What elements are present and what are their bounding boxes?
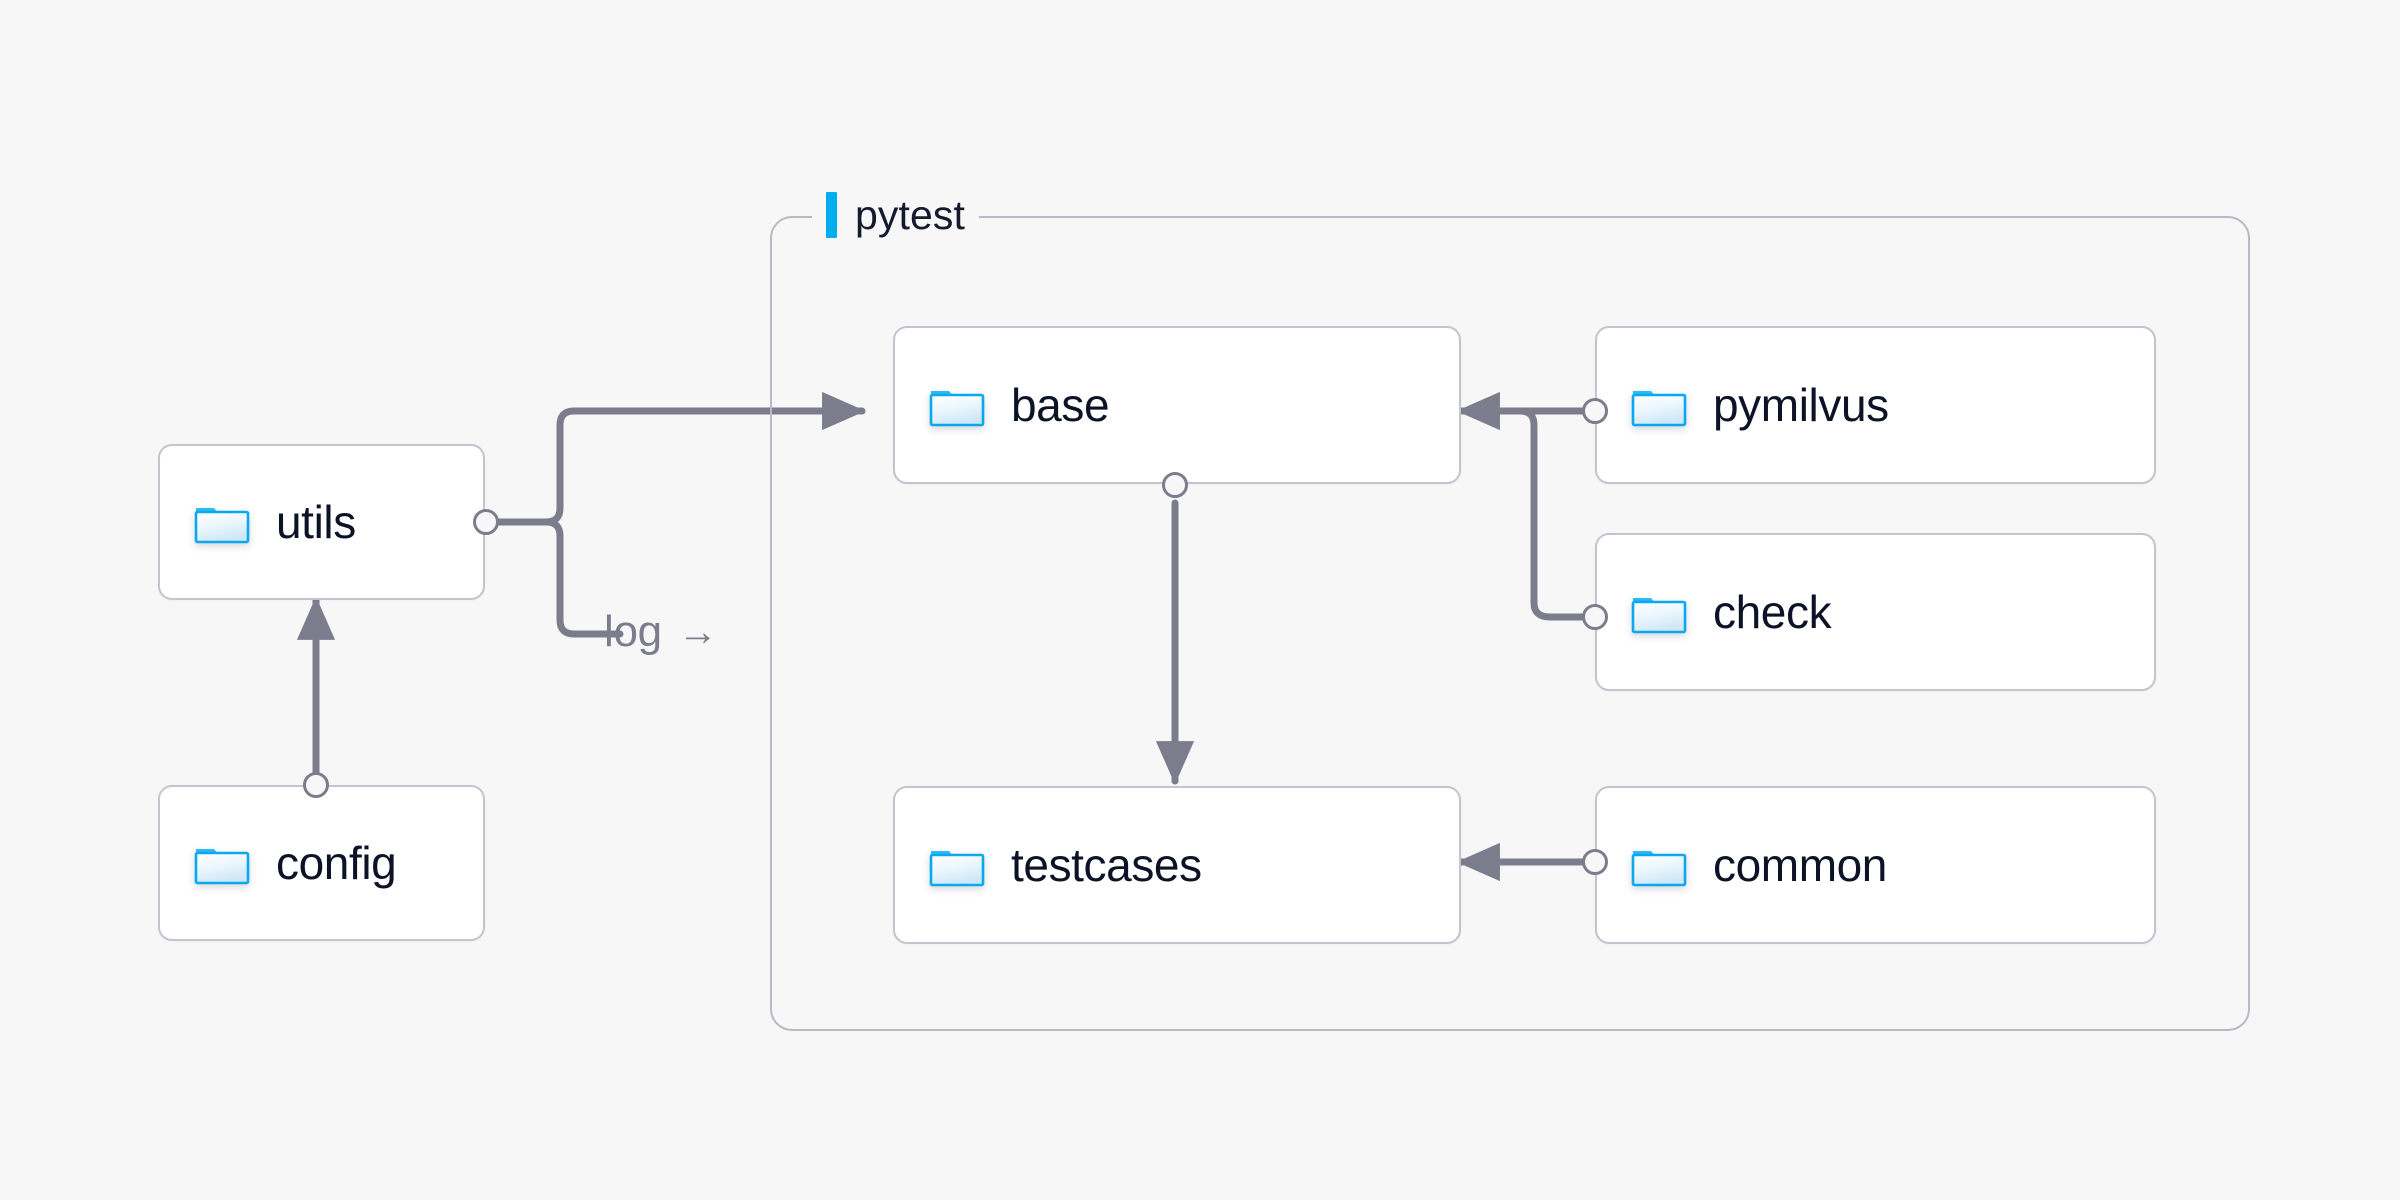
node-pymilvus-label: pymilvus <box>1713 379 1889 431</box>
folder-icon <box>194 841 250 886</box>
node-common-label: common <box>1713 839 1887 891</box>
node-pymilvus[interactable]: pymilvus <box>1595 326 2156 484</box>
port-check-left[interactable] <box>1582 604 1608 630</box>
folder-icon <box>929 383 985 428</box>
port-base-bottom[interactable] <box>1162 472 1188 498</box>
port-utils-right[interactable] <box>473 509 499 535</box>
port-common-left[interactable] <box>1582 849 1608 875</box>
node-check-label: check <box>1713 586 1832 638</box>
node-utils-label: utils <box>276 496 356 548</box>
group-pytest <box>770 216 2250 1031</box>
folder-icon <box>1631 383 1687 428</box>
group-pytest-title: pytest <box>855 191 965 238</box>
group-pytest-label: pytest <box>812 188 979 242</box>
node-base-label: base <box>1011 379 1110 431</box>
node-config[interactable]: config <box>158 785 485 941</box>
node-testcases[interactable]: testcases <box>893 786 1461 944</box>
edge-label-log: log → <box>604 610 718 654</box>
folder-icon <box>1631 843 1687 888</box>
node-base[interactable]: base <box>893 326 1461 484</box>
folder-icon <box>929 843 985 888</box>
edge-label-log-text: log <box>604 607 662 656</box>
node-testcases-label: testcases <box>1011 839 1202 891</box>
node-utils[interactable]: utils <box>158 444 485 600</box>
port-config-top[interactable] <box>303 772 329 798</box>
node-common[interactable]: common <box>1595 786 2156 944</box>
accent-bar <box>826 192 837 238</box>
arrow-right-icon: → <box>677 610 718 654</box>
node-config-label: config <box>276 837 397 889</box>
folder-icon <box>194 500 250 545</box>
node-check[interactable]: check <box>1595 533 2156 691</box>
port-pymilvus-left[interactable] <box>1582 398 1608 424</box>
folder-icon <box>1631 590 1687 635</box>
